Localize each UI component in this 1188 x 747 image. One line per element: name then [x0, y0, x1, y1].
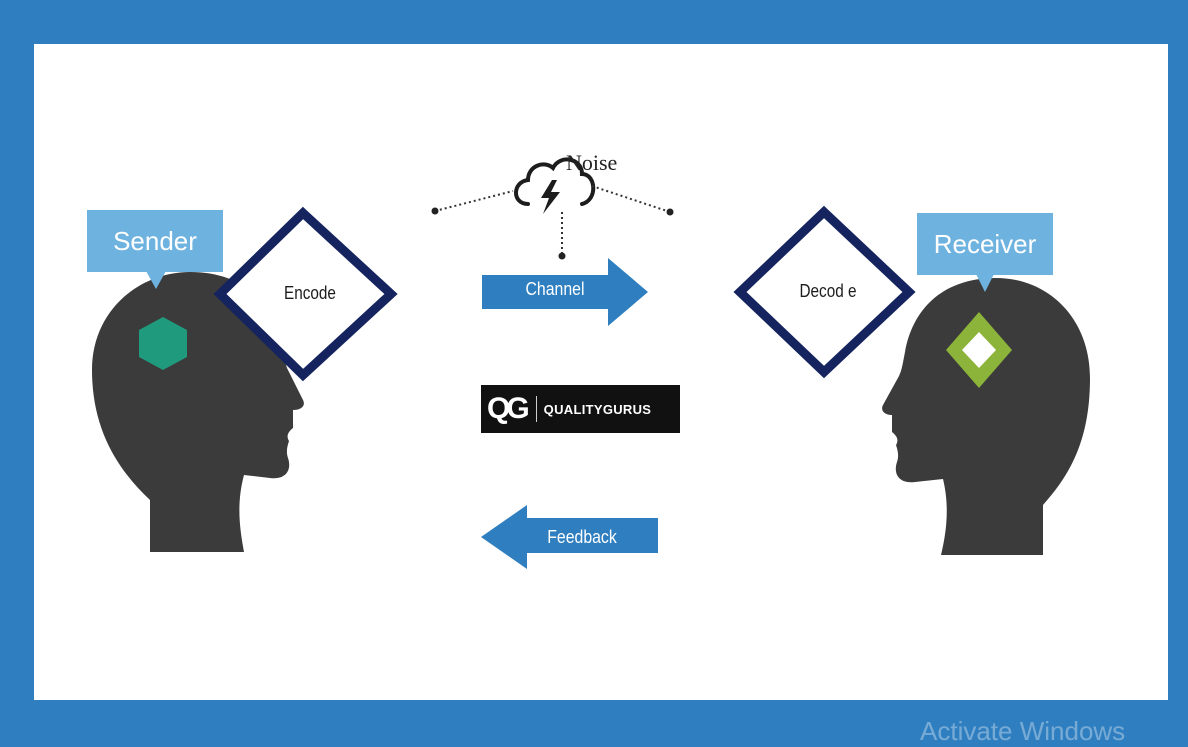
logo-mark: QG	[487, 392, 530, 425]
channel-arrow	[482, 258, 648, 326]
logo-separator	[535, 396, 537, 422]
decode-label: Decod e	[799, 281, 857, 301]
feedback-arrow	[481, 505, 658, 569]
channel-label: Channel	[525, 279, 585, 299]
sender-label-pointer	[146, 271, 166, 289]
encode-diamond	[213, 206, 398, 382]
sender-label: Sender	[113, 226, 197, 256]
encode-label: Encode	[284, 283, 336, 303]
noise-line-ends	[431, 207, 674, 260]
activate-windows-watermark: Activate Windows	[920, 716, 1126, 746]
receiver-head	[882, 278, 1090, 555]
feedback-label: Feedback	[547, 527, 617, 547]
noise-lines	[434, 185, 671, 256]
cloud-lightning-icon	[514, 157, 596, 214]
receiver-label-box	[917, 213, 1053, 275]
receiver-label: Receiver	[933, 229, 1037, 259]
noise-label: Noise	[566, 150, 618, 175]
decode-diamond	[733, 205, 916, 379]
sender-hexagon-icon	[139, 317, 187, 370]
receiver-label-pointer	[976, 274, 994, 292]
sender-label-box	[87, 210, 223, 272]
logo-wordmark: QUALITYGURUS	[543, 401, 652, 417]
receiver-diamond-inner	[962, 332, 996, 368]
qualitygurus-logo: QG QUALITYGURUS	[481, 385, 680, 433]
